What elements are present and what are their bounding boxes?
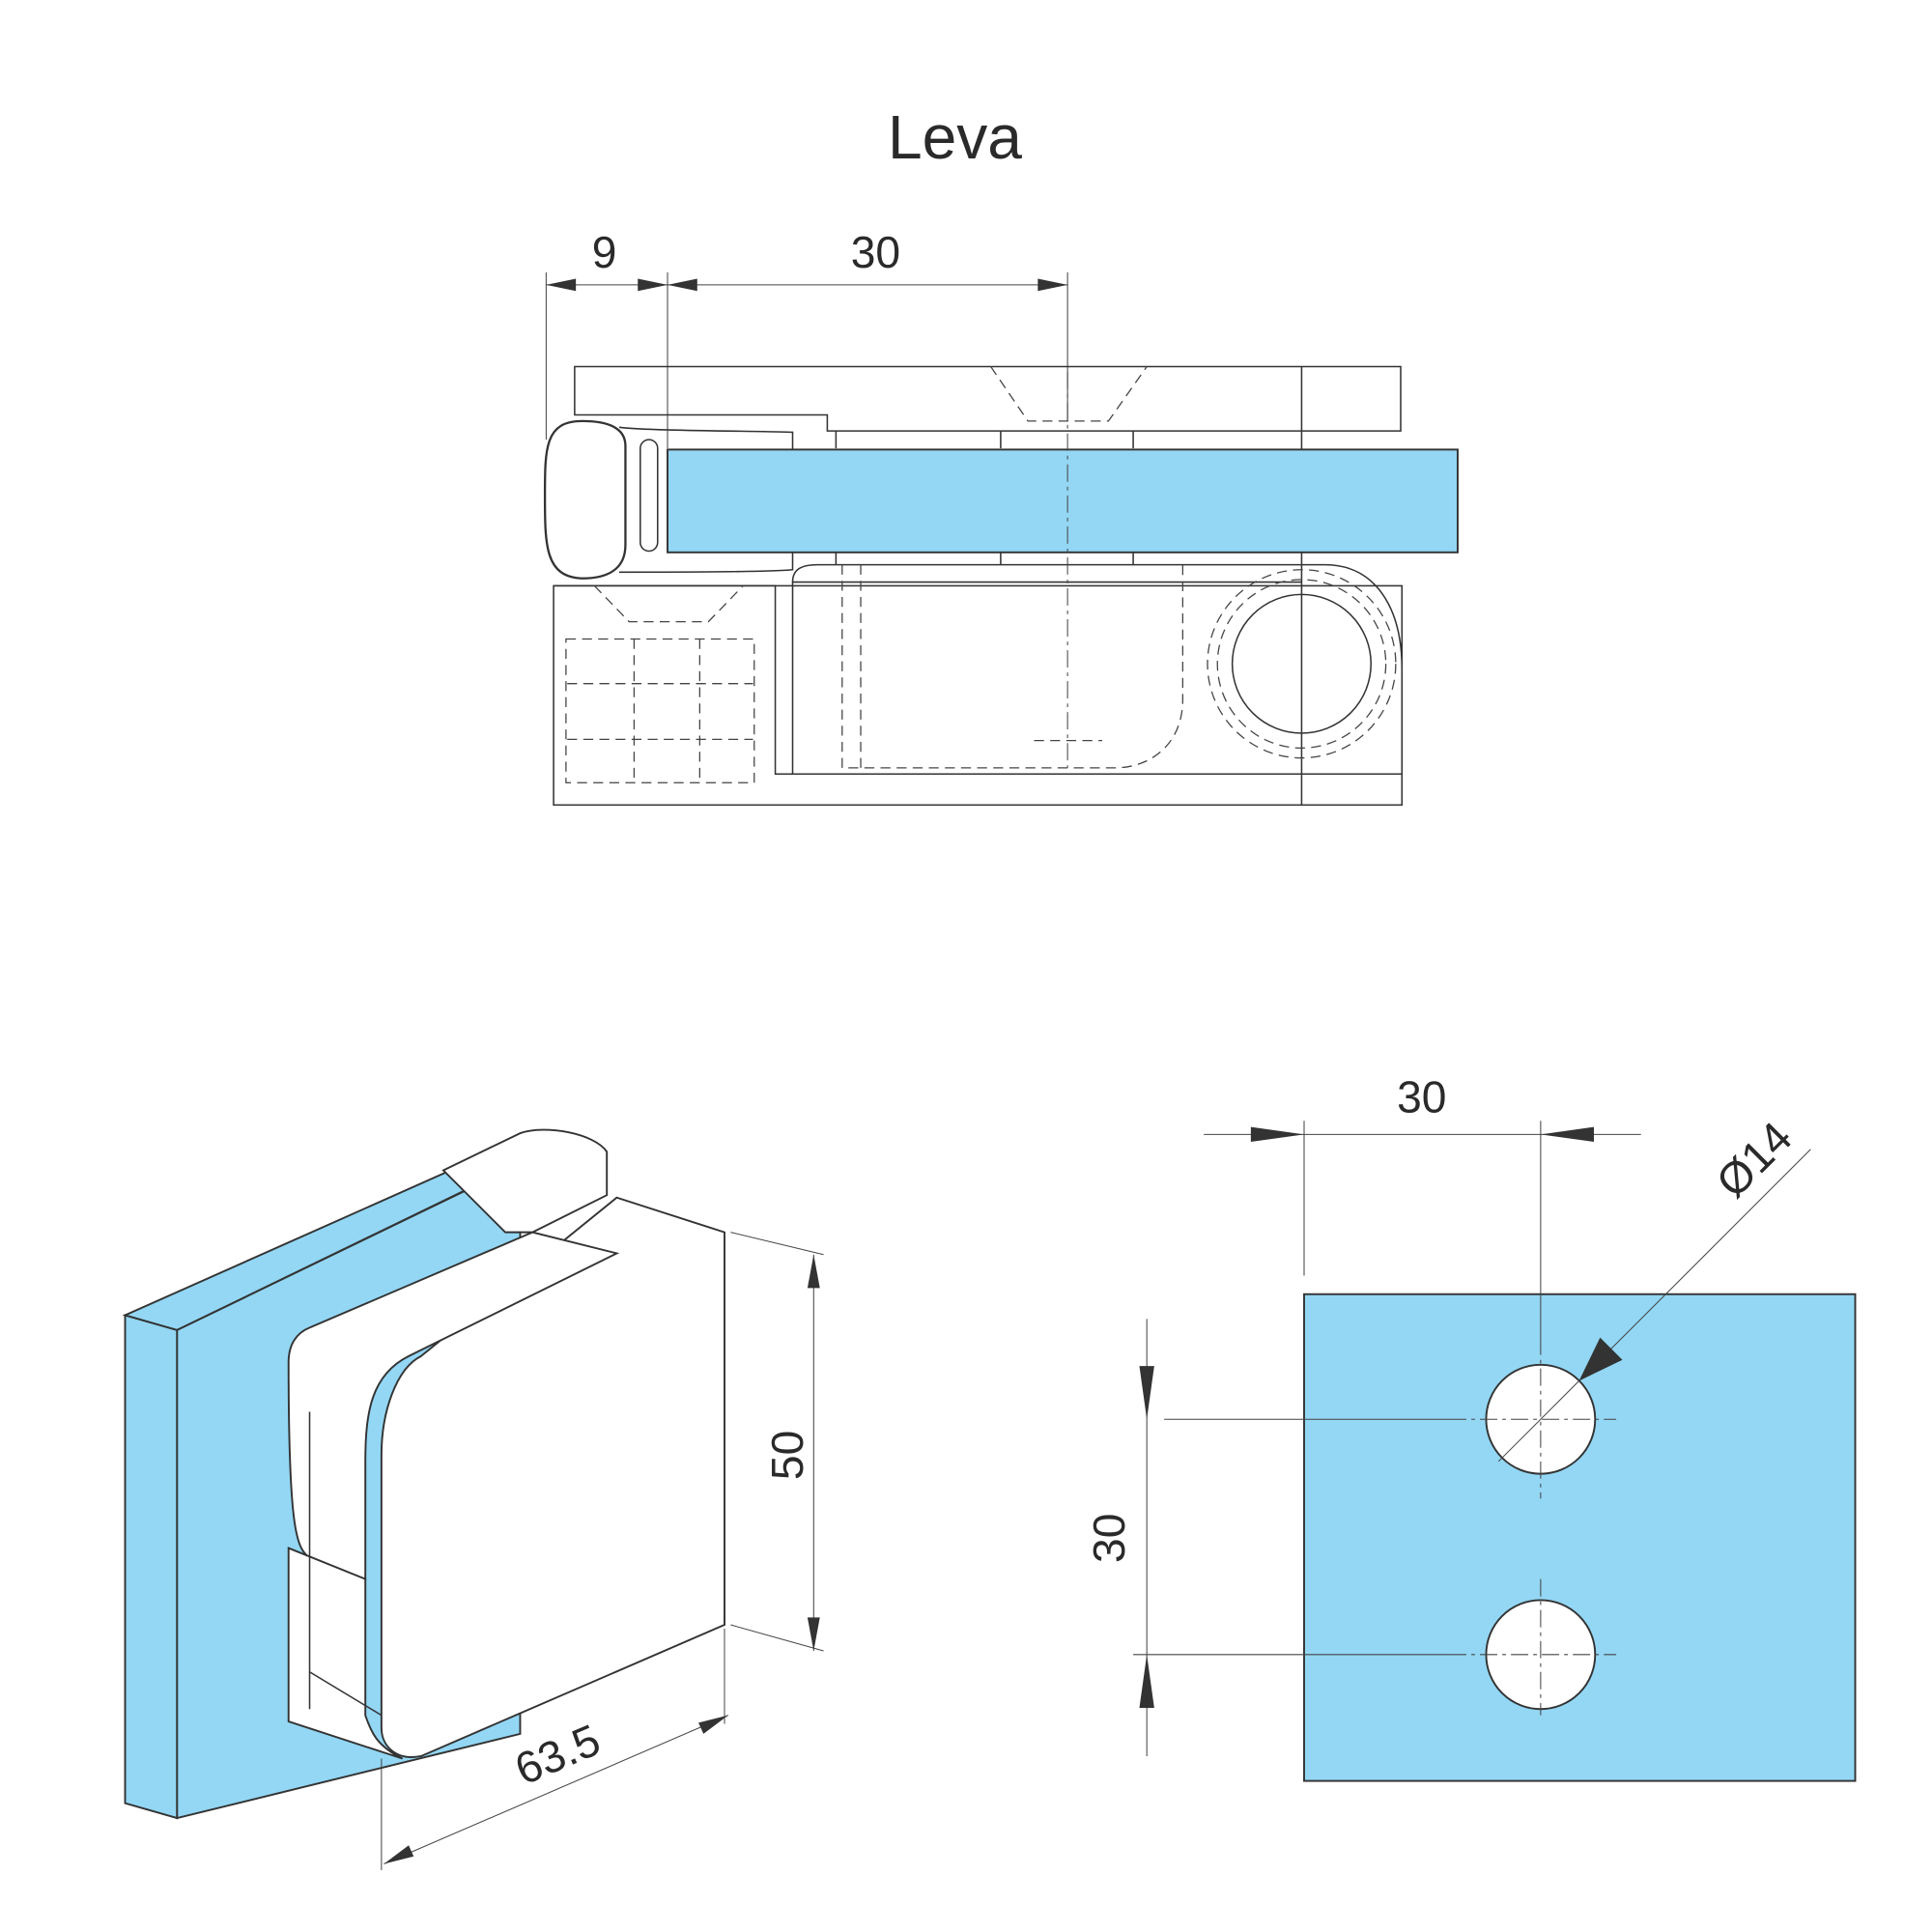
dim-9: 9: [592, 227, 617, 277]
glass-panel-section: [667, 448, 1459, 554]
dim-diameter-14: Ø14: [1706, 1112, 1801, 1207]
isometric-view: 50 63.5: [122, 1128, 824, 1870]
dim-30-top: 30: [851, 227, 900, 277]
dim-30-horizontal: 30: [1397, 1071, 1446, 1122]
dim-30-vertical: 30: [1084, 1514, 1134, 1563]
dim-50: 50: [762, 1431, 812, 1480]
glass-plate: [1303, 1293, 1857, 1782]
plate-hole-view: 30 30 Ø14: [1084, 1071, 1857, 1782]
glass-side-edge: [124, 1314, 179, 1820]
top-section-view: 9 30: [543, 227, 1459, 807]
drawing-title: Leva: [888, 102, 1022, 172]
dim-63-5: 63.5: [508, 1715, 608, 1795]
